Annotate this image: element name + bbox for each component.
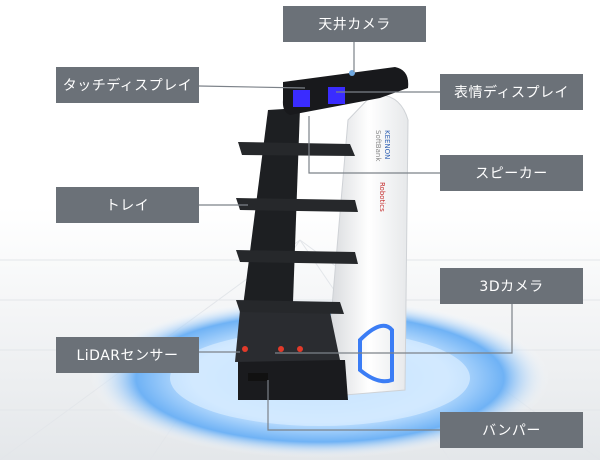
robot-blue-light <box>358 323 394 384</box>
label-lidar-sensor: LiDARセンサー <box>56 337 199 373</box>
label-face-display: 表情ディスプレイ <box>440 74 583 110</box>
label-speaker: スピーカー <box>440 155 583 191</box>
brand-softbank: SoftBank <box>374 130 382 162</box>
trays <box>236 142 358 314</box>
touch-display-screen <box>293 90 310 107</box>
robot-head <box>282 67 409 115</box>
tray-2 <box>236 198 358 212</box>
label-touch-display: タッチディスプレイ <box>56 67 199 103</box>
face-display-screen <box>328 87 345 104</box>
brand-robotics: Robotics <box>378 182 386 212</box>
label-tray: トレイ <box>56 187 199 223</box>
robot-back-column <box>240 108 300 330</box>
leader-lines <box>198 42 513 431</box>
robot: KEENON SoftBank Robotics <box>235 67 409 400</box>
label-3d-camera: 3Dカメラ <box>440 268 583 304</box>
brand-keenon: KEENON <box>383 130 391 159</box>
robot-base <box>238 360 348 400</box>
tray-3 <box>236 250 358 264</box>
label-bumper: バンパー <box>440 412 583 448</box>
tray-4 <box>236 300 344 314</box>
tray-1 <box>238 142 355 156</box>
label-ceiling-camera: 天井カメラ <box>283 6 426 42</box>
